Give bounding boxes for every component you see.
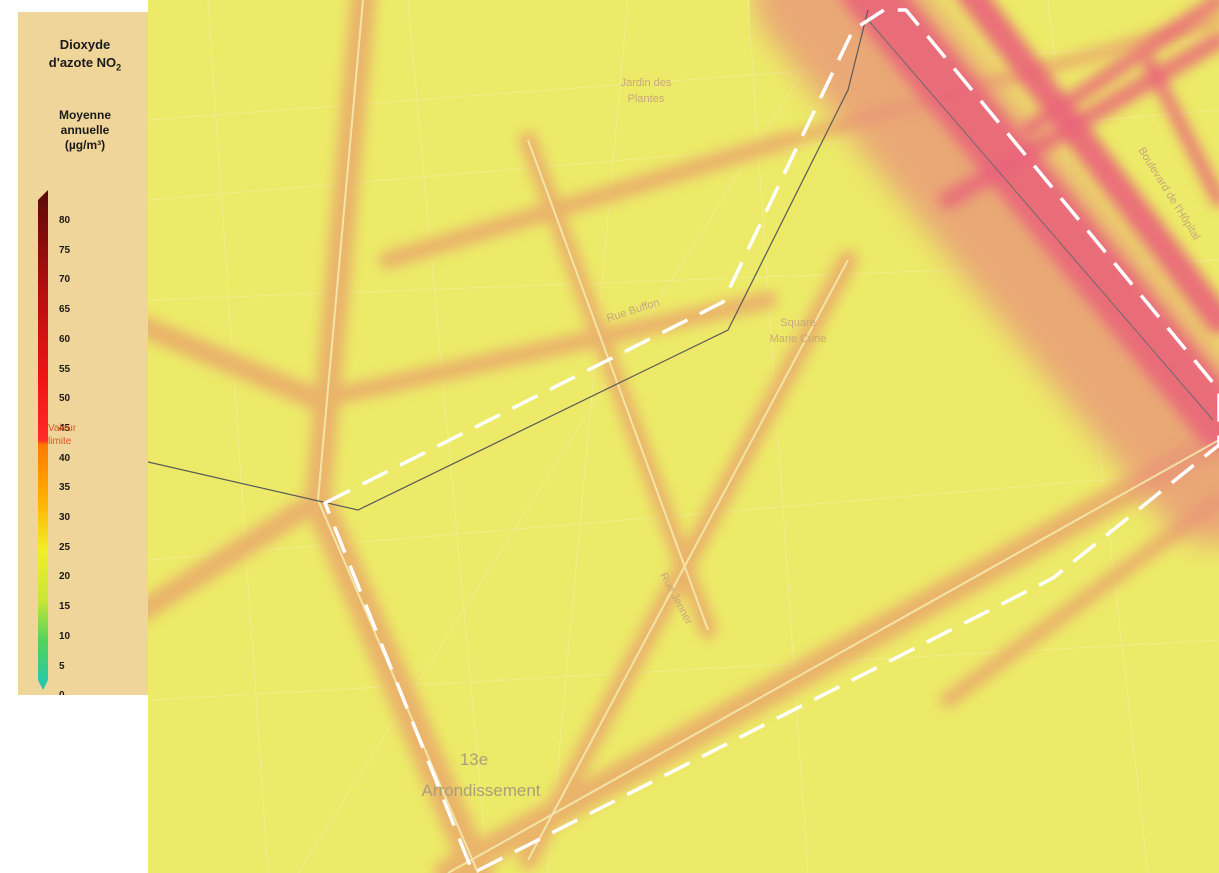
legend-stat-line2: annuelle: [60, 123, 110, 137]
district-label-name: Arrondissement: [421, 781, 540, 800]
legend-title-line1: Dioxyde: [59, 37, 111, 52]
legend-stat-line1: Moyenne: [58, 108, 111, 122]
place-label-square: Square: [780, 317, 815, 329]
legend-tick-label: 60: [59, 333, 71, 345]
legend-tick-label: 50: [59, 393, 71, 405]
legend-tick-label: 0: [59, 690, 65, 695]
legend-panel: Dioxyde d'azote NO2 Moyenne annuelle (µg…: [18, 12, 152, 695]
legend-unit: (µg/m³): [64, 138, 106, 152]
legend-tick-label: 70: [59, 274, 71, 286]
pollution-map[interactable]: Jardin des Plantes Square Marie Curie Bo…: [148, 0, 1219, 873]
legend-tick-label: 20: [59, 571, 71, 583]
route-line: [148, 9, 869, 511]
legend-title-line2: d'azote NO2: [48, 55, 122, 73]
legend-tick-label: 55: [59, 363, 71, 375]
legend-tick-label: 25: [59, 541, 71, 553]
high-traffic-corridor: [754, 0, 1219, 545]
legend-tick-label: 30: [59, 512, 71, 523]
rail-line: [867, 19, 1214, 421]
district-label-number: 13e: [460, 750, 488, 769]
legend-tick-label: 45: [59, 422, 71, 434]
place-label-jardin-sub: Plantes: [628, 93, 665, 105]
study-zone-outline: [323, 8, 1219, 873]
legend-tick-label: 80: [59, 215, 71, 226]
street-grid: [148, 0, 1219, 873]
legend-color-ramp: [38, 190, 48, 690]
place-label-jardin: Jardin des: [621, 77, 672, 89]
place-label-square-sub: Marie Curie: [770, 333, 827, 345]
legend-tick-label: 10: [59, 630, 71, 642]
legend-tick-label: 75: [59, 244, 71, 256]
legend-tick-label: 35: [59, 482, 71, 494]
legend-tick-label: 5: [59, 660, 65, 672]
legend-tick-label: 65: [59, 304, 71, 316]
district-label: 13e Arrondissement: [421, 750, 540, 800]
legend-tick-label: 40: [59, 452, 71, 464]
legend-tick-label: 15: [59, 601, 71, 613]
